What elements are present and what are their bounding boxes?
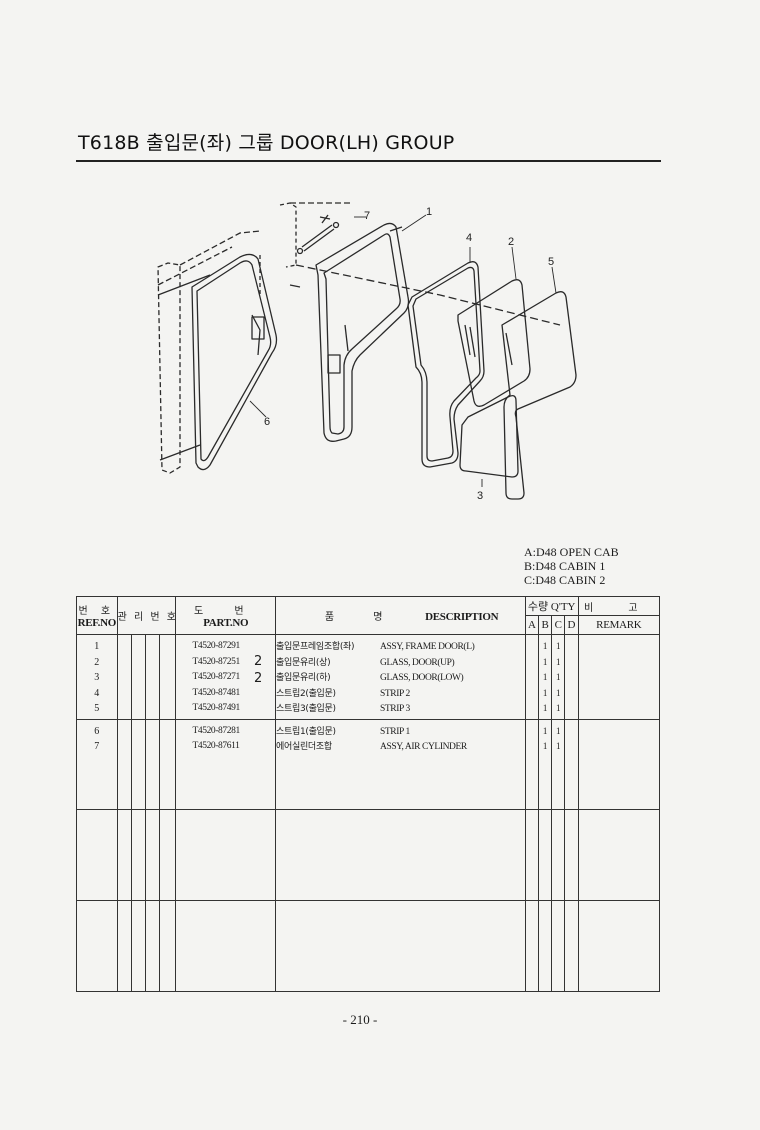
- page-number: - 210 -: [342, 1012, 378, 1027]
- title-rule: [76, 160, 661, 162]
- table-row: 출입문프레임조합(좌) ASSY, FRAME DOOR(L): [276, 639, 524, 655]
- col-qty-d: D: [564, 615, 579, 635]
- col-qty-a: A: [524, 615, 540, 635]
- qty-b: 1: [542, 725, 548, 736]
- ref-no: 1: [94, 641, 100, 652]
- qty-b: 1: [542, 672, 548, 682]
- table-block-2: 6 7 T4520-87281 T4520-87611 스트립1(출입문) STR…: [76, 719, 661, 811]
- part-name-kr: 출입문프레임조합(좌): [276, 642, 355, 652]
- part-number: T4520-87251: [192, 656, 240, 667]
- table-row: 스트립1(출입문) STRIP 1: [276, 724, 524, 740]
- table-block-4: [76, 900, 661, 992]
- part-2-glass-upper: [457, 279, 531, 407]
- handwritten-mark: 2: [254, 654, 263, 669]
- col-mgmt-header: 관 리 번 호: [116, 596, 177, 635]
- part-number: T4520-87481: [192, 687, 240, 698]
- col-ref-header: 번 호 REF.NO: [76, 596, 118, 635]
- part-name-kr: 에어실린더조합: [276, 742, 332, 753]
- qty-c: 1: [556, 641, 561, 651]
- ref-no: 7: [94, 741, 100, 753]
- handwritten-mark: 2: [254, 671, 263, 686]
- col-qty-header: 수량 Q'TY: [524, 596, 579, 616]
- part-number: T4520-87491: [192, 703, 240, 713]
- callout-1: 1: [426, 206, 432, 218]
- legend-c: C:D48 CABIN 2: [524, 573, 606, 587]
- part-number: T4520-87281: [192, 725, 240, 736]
- part-description: GLASS, DOOR(LOW): [380, 673, 464, 683]
- part-name-kr: 스트립1(출입문): [276, 726, 336, 737]
- table-row: 출입문유리(하) GLASS, DOOR(LOW): [276, 670, 524, 686]
- qty-c: 1: [556, 741, 561, 752]
- ref-no: 3: [94, 672, 100, 683]
- ref-no: 2: [94, 656, 100, 668]
- qty-b: 1: [542, 656, 548, 667]
- part-description: GLASS, DOOR(UP): [380, 657, 455, 668]
- part-number: T4520-87271: [192, 672, 240, 682]
- ref-no: 6: [94, 725, 100, 737]
- qty-b: 1: [542, 641, 548, 651]
- part-name-kr: 출입문유리(하): [276, 673, 331, 683]
- legend-b: B:D48 CABIN 1: [524, 559, 606, 573]
- part-description: ASSY, FRAME DOOR(L): [380, 642, 475, 652]
- part-4-strip: [407, 261, 485, 468]
- qty-c: 1: [556, 687, 561, 698]
- part-7-air-cylinder: [296, 214, 340, 255]
- part-number: T4520-87291: [192, 641, 240, 651]
- exploded-door-diagram: 1 2 3 4 5 6 7: [157, 202, 577, 502]
- parts-table: 번 호 REF.NO 관 리 번 호 도 번 PART.NO 품 명 DESCR…: [76, 596, 661, 992]
- table-row: 스트립2(출입문) STRIP 2: [276, 686, 524, 702]
- callout-3: 3: [477, 490, 483, 502]
- cab-frame: [157, 202, 561, 474]
- col-qty-c: C: [551, 615, 566, 635]
- callout-6: 6: [264, 416, 270, 428]
- ref-no: 4: [94, 687, 100, 699]
- table-block-3: [76, 809, 661, 902]
- callout-7: 7: [364, 210, 370, 222]
- qty-b: 1: [542, 687, 548, 698]
- part-6-strip: [191, 253, 278, 471]
- part-name-kr: 스트립2(출입문): [276, 688, 336, 699]
- col-remark-header-kr: 비 고: [577, 596, 661, 616]
- col-qty-b: B: [538, 615, 553, 635]
- qty-c: 1: [556, 703, 561, 713]
- part-description: STRIP 1: [380, 726, 410, 737]
- col-desc-header: 품 명 DESCRIPTION: [275, 596, 526, 635]
- ref-no: 5: [94, 703, 100, 714]
- part-number: T4520-87611: [192, 741, 240, 752]
- legend-a: A:D48 OPEN CAB: [524, 545, 619, 559]
- callout-2: 2: [508, 236, 514, 248]
- qty-b: 1: [542, 741, 548, 752]
- col-part-header: 도 번 PART.NO: [175, 596, 276, 635]
- table-block-1: 1 2 3 4 5 T4520-87291 T4520-87251 T4520-…: [76, 634, 661, 720]
- part-3-glass-lower: [459, 395, 519, 478]
- qty-c: 1: [556, 672, 561, 682]
- part-name-kr: 스트립3(출입문): [276, 704, 336, 714]
- col-remark-header-en: REMARK: [577, 615, 661, 635]
- part-name-kr: 출입문유리(상): [276, 657, 331, 668]
- table-row: 스트립3(출입문) STRIP 3: [276, 701, 524, 717]
- part-description: STRIP 2: [380, 688, 410, 699]
- table-row: 출입문유리(상) GLASS, DOOR(UP): [276, 655, 524, 671]
- qty-b: 1: [542, 703, 548, 713]
- model-legend: A:D48 OPEN CAB B:D48 CABIN 1 C:D48 CABIN…: [524, 545, 619, 587]
- part-description: ASSY, AIR CYLINDER: [380, 742, 467, 753]
- callout-5: 5: [548, 256, 554, 268]
- callout-4: 4: [466, 232, 472, 244]
- qty-c: 1: [556, 725, 561, 736]
- part-1-door-frame: [315, 222, 410, 442]
- part-5-strip: [501, 291, 577, 500]
- table-row: 에어실린더조합 ASSY, AIR CYLINDER: [276, 739, 524, 755]
- part-description: STRIP 3: [380, 704, 410, 714]
- page-title: T618B 출입문(좌) 그룹 DOOR(LH) GROUP: [78, 132, 455, 154]
- qty-c: 1: [556, 656, 561, 667]
